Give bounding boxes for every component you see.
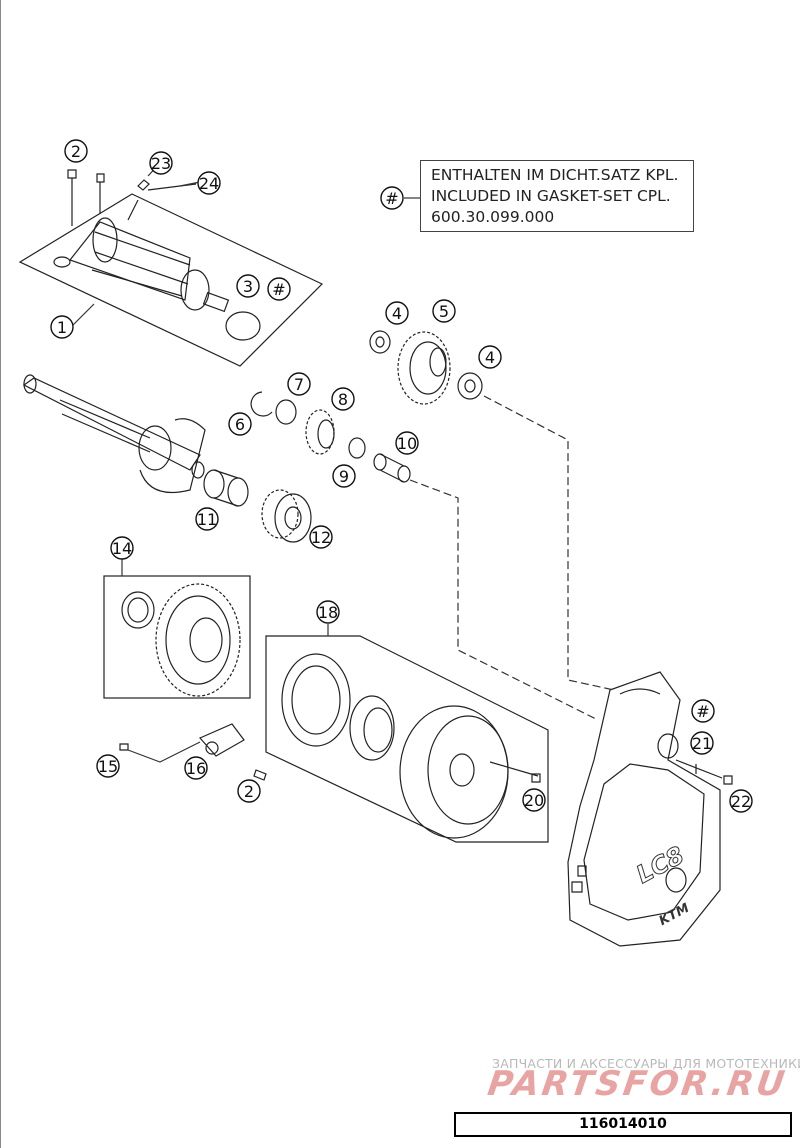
lever-16	[199, 723, 245, 757]
bearing-11	[203, 469, 249, 507]
callout-5	[432, 299, 456, 323]
callout-hash-notice-label: #	[385, 189, 398, 208]
callout-11	[195, 507, 219, 531]
callout-9	[332, 464, 356, 488]
callout-7-label: 7	[294, 375, 304, 394]
callout-23-label: 23	[151, 154, 171, 173]
callout-2-top-label: 2	[71, 142, 81, 161]
gear-12	[261, 489, 312, 543]
callout-15-label: 15	[98, 757, 118, 776]
callout-9-label: 9	[339, 467, 349, 486]
callout-20	[522, 788, 546, 812]
callout-1-label: 1	[57, 318, 67, 337]
callout-14-label: 14	[112, 539, 132, 558]
screw-2-lower	[253, 769, 267, 781]
callout-hash-3-label: #	[272, 280, 285, 299]
notice-line-3: 600.30.099.000	[431, 208, 555, 226]
washer-7	[275, 399, 297, 425]
shaft-10	[373, 453, 411, 483]
callout-1	[50, 315, 74, 339]
freewheel-gear-14	[121, 583, 241, 697]
seal-3	[225, 311, 261, 341]
cover-brand: KTM	[657, 901, 692, 929]
bushing-9	[348, 437, 366, 459]
callout-5-label: 5	[439, 302, 449, 321]
screw-15	[119, 743, 129, 751]
circlip-6	[250, 391, 273, 417]
callout-22-label: 22	[731, 792, 751, 811]
callout-6-label: 6	[235, 415, 245, 434]
callout-23	[149, 151, 173, 175]
callout-24	[197, 171, 221, 195]
callout-4-right-label: 4	[485, 348, 495, 367]
callout-21-label: 21	[692, 734, 712, 753]
generator-cover	[567, 671, 721, 947]
watermark-logo: PARTSFOR.RU	[485, 1064, 790, 1104]
callout-2-top	[64, 139, 88, 163]
callout-11-label: 11	[197, 510, 217, 529]
freewheel-ring	[281, 653, 351, 747]
flywheel-group-18-box	[265, 635, 549, 843]
callout-16	[184, 756, 208, 780]
callout-4-right	[478, 345, 502, 369]
cover-logo-lc8: LC8	[632, 841, 689, 889]
document-number: 116014010	[454, 1112, 792, 1137]
callout-10-label: 10	[397, 434, 417, 453]
callout-20-label: 20	[524, 791, 544, 810]
gear-group-14-box	[103, 575, 251, 699]
watermark-caption: ЗАПЧАСТИ И АКСЕССУАРЫ ДЛЯ МОТОТЕХНИКИ	[492, 1056, 800, 1071]
notice-line-1: ENTHALTEN IM DICHT.SATZ KPL.	[431, 166, 679, 184]
callout-18-label: 18	[318, 603, 338, 622]
gasket-set-notice: ENTHALTEN IM DICHT.SATZ KPL. INCLUDED IN…	[420, 160, 694, 232]
callout-21	[690, 731, 714, 755]
callout-hash-cover-label: #	[696, 702, 709, 721]
bearing-4-left	[369, 330, 391, 354]
starter-group-box	[18, 193, 324, 367]
callout-8	[331, 387, 355, 411]
callout-4-top	[385, 301, 409, 325]
callout-2-lower-label: 2	[244, 782, 254, 801]
rotor	[399, 705, 539, 839]
callout-18	[316, 600, 340, 624]
needle-bearing	[349, 695, 395, 761]
callout-7	[287, 372, 311, 396]
callout-15	[96, 754, 120, 778]
callout-14	[110, 536, 134, 560]
notice-line-2: INCLUDED IN GASKET-SET CPL.	[431, 187, 671, 205]
callout-3-label: 3	[243, 277, 253, 296]
starter-motor	[53, 199, 230, 313]
callout-hash-3	[267, 277, 291, 301]
callout-16-label: 16	[186, 759, 206, 778]
screw-20	[531, 773, 541, 783]
callout-12-label: 12	[311, 528, 331, 547]
callout-2-lower	[237, 779, 261, 803]
gear-5	[397, 331, 451, 405]
left-border	[0, 0, 1, 1148]
o-ring-23	[137, 179, 150, 191]
callout-24-label: 24	[199, 174, 219, 193]
callout-8-label: 8	[338, 390, 348, 409]
callout-22	[729, 789, 753, 813]
gear-8	[305, 409, 335, 455]
starter-screws	[67, 169, 105, 226]
callout-hash-notice	[380, 186, 404, 210]
crankshaft	[22, 374, 206, 494]
callout-6	[228, 412, 252, 436]
callout-hash-cover	[691, 699, 715, 723]
callout-10	[395, 431, 419, 455]
assembly-leader-lines	[409, 395, 615, 721]
callout-4-top-label: 4	[392, 304, 402, 323]
callout-3	[236, 274, 260, 298]
bearing-4-right	[457, 372, 483, 400]
callout-12	[309, 525, 333, 549]
screw-22	[723, 775, 733, 785]
